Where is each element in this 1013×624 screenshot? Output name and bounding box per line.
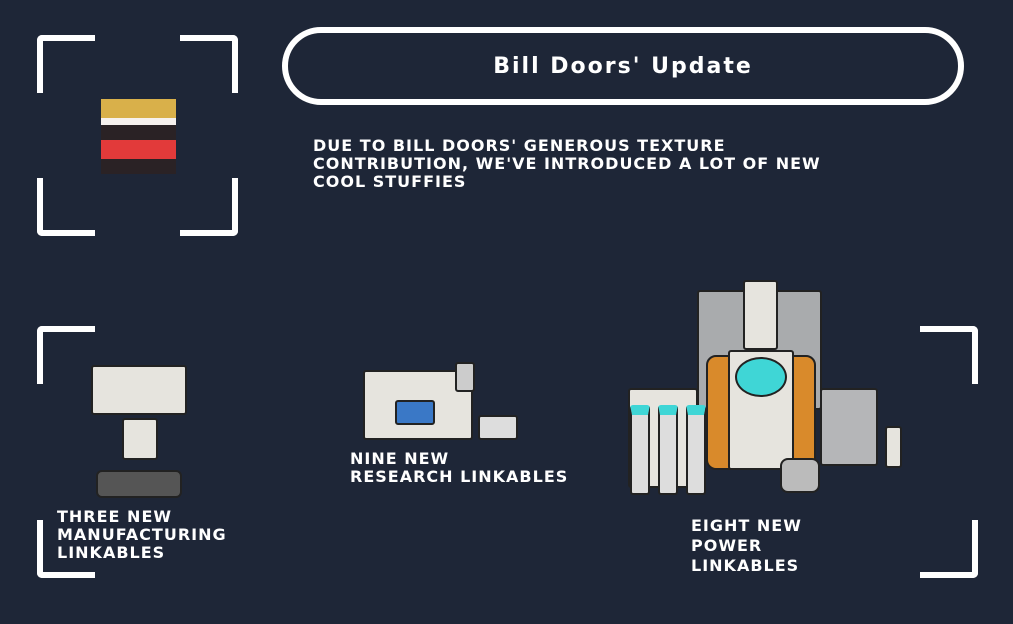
research-caption: Nine new research linkables: [350, 450, 568, 486]
intro-text: Due to Bill Doors' generous texture cont…: [313, 137, 821, 191]
frame-corner: [37, 326, 95, 384]
caption-line: linkables: [57, 543, 166, 562]
frame-corner: [180, 178, 238, 236]
manufacturing-caption: Three new manufacturing linkables: [57, 508, 227, 562]
frame-corner: [180, 35, 238, 93]
caption-line: research linkables: [350, 467, 569, 486]
caption-line: Nine new: [350, 449, 450, 468]
intro-line: cool stuffies: [313, 172, 467, 191]
frame-corner: [920, 520, 978, 578]
frame-corner: [37, 178, 95, 236]
caption-line: power: [691, 536, 763, 555]
caption-line: Three new: [57, 507, 173, 526]
page-title: Bill Doors' Update: [282, 27, 964, 105]
avatar: [101, 99, 176, 174]
intro-line: Due to Bill Doors' generous texture: [313, 136, 726, 155]
frame-corner: [37, 35, 95, 93]
caption-line: Eight new: [691, 516, 802, 535]
caption-line: manufacturing: [57, 525, 227, 544]
power-caption: Eight new power linkables: [691, 516, 802, 576]
frame-corner: [37, 520, 95, 578]
caption-line: linkables: [691, 556, 800, 575]
intro-line: contribution, we've introduced a lot of …: [313, 154, 821, 173]
frame-corner: [920, 326, 978, 384]
